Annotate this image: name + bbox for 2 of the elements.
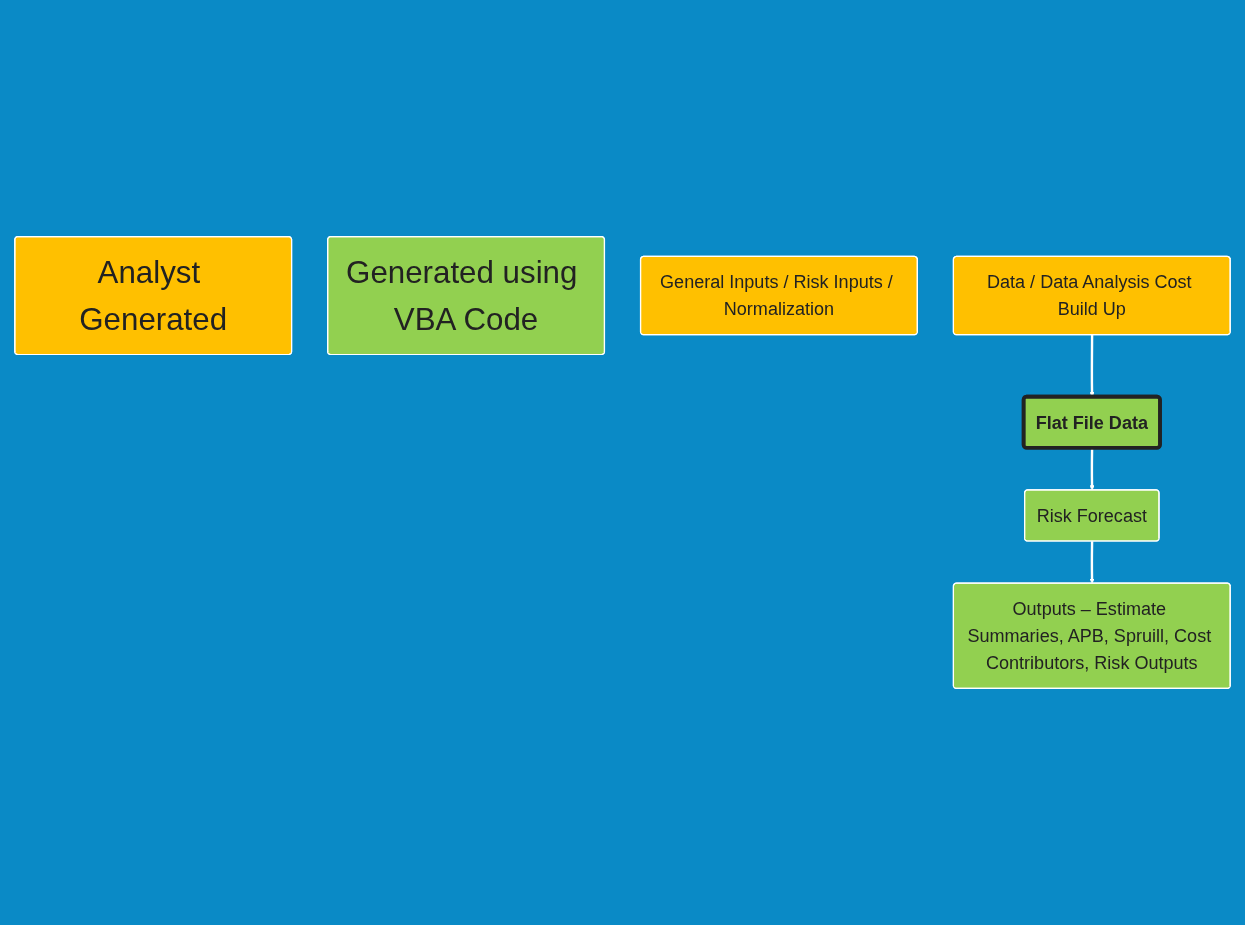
arrow xyxy=(1089,448,1095,491)
arrow xyxy=(1089,541,1095,584)
